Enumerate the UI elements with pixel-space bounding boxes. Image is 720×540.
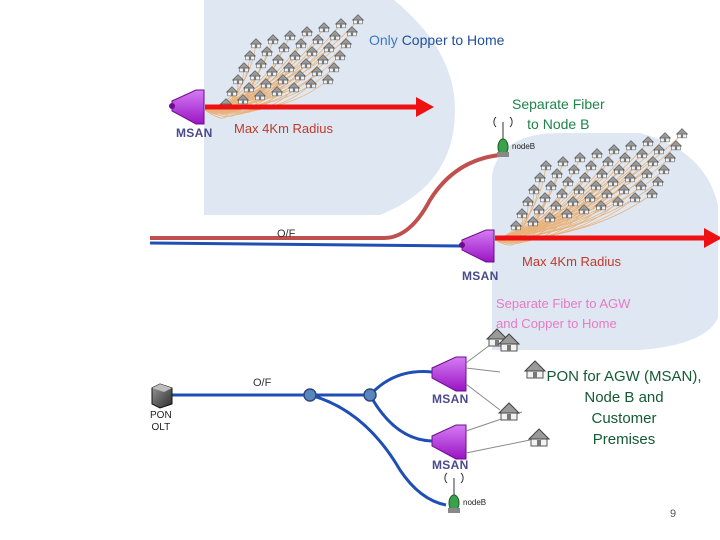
nodeb-tower-middle [493, 116, 513, 157]
bottom-msan-label-1: MSAN [432, 392, 469, 406]
house-icon [676, 128, 688, 139]
copper-drop-line [204, 67, 335, 111]
pon-description-line-4: Premises [592, 431, 656, 448]
fiber-agw-line-1: Separate Fiber to AGW [496, 296, 631, 311]
top-msan-device [169, 89, 205, 125]
pon-description-line-1: PON for AGW (MSAN), [546, 368, 702, 385]
fiber-to-nodeb-line-1: Separate Fiber [512, 96, 605, 112]
fiber-agw-line-2: and Copper to Home [496, 316, 617, 331]
house-icon [670, 140, 682, 151]
nodeb-tower-bottom [444, 472, 464, 513]
top-headline: Only Copper to Home [369, 32, 504, 48]
bottom-msan-device-1 [431, 356, 467, 392]
middle-msan-label: MSAN [462, 269, 499, 283]
top-headline-rest: Copper to Home [401, 32, 505, 48]
fiber-to-nodeb-line-2: to Node B [527, 116, 590, 132]
middle-of-label: O/F [277, 228, 296, 240]
middle-radius-arrow [495, 228, 720, 248]
top-radius-arrow [205, 97, 434, 117]
nodeb-tag-bottom: nodeB [463, 498, 487, 507]
top-radius-label: Max 4Km Radius [234, 121, 333, 136]
bottom-msan-label-2: MSAN [432, 458, 469, 472]
pon-tree [172, 369, 447, 507]
pon-description-line-3: Customer [591, 410, 657, 427]
splitter-node-1 [303, 388, 317, 402]
fiber-to-nodeb-label: Separate Fiber to Node B [512, 94, 605, 134]
middle-msan-device [459, 229, 495, 263]
bottom-of-label: O/F [253, 377, 272, 389]
top-copper-line [150, 153, 501, 240]
splitter-node-2 [363, 388, 377, 402]
page-number: 9 [670, 508, 677, 520]
pon-olt-line-2: OLT [151, 422, 171, 433]
customer-drop-lines [465, 341, 531, 454]
top-headline-prefix: Only [369, 32, 398, 48]
pon-description-line-2: Node B and [584, 389, 664, 406]
nodeb-tag-middle: nodeB [512, 142, 536, 151]
fiber-agw-label: Separate Fiber to AGW and Copper to Home [496, 294, 630, 334]
pon-olt-device [151, 383, 173, 409]
pon-olt-label: PON OLT [150, 410, 172, 434]
pon-olt-line-1: PON [150, 410, 172, 421]
middle-fiber-line [149, 241, 463, 248]
house-icon [659, 132, 671, 143]
bottom-msan-device-2 [431, 424, 467, 460]
top-msan-label: MSAN [176, 126, 213, 140]
pon-description-label: PON for AGW (MSAN), Node B and Customer … [538, 366, 710, 450]
middle-radius-label: Max 4Km Radius [522, 254, 621, 269]
